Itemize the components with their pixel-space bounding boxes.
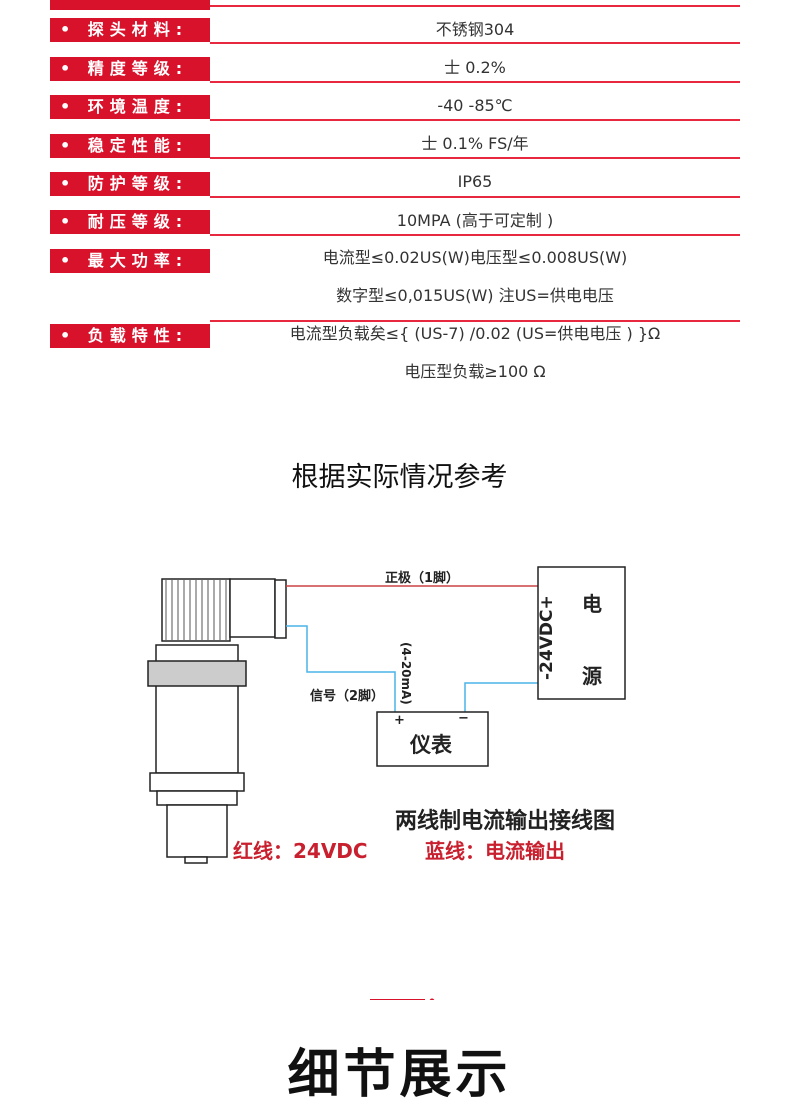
minus-sign: − [458, 711, 469, 726]
meter-box [376, 711, 489, 767]
spec-label: • 探头材料: [50, 18, 210, 42]
meter-label: 仪表 [409, 733, 453, 757]
reference-note: 根据实际情况参考 [291, 462, 508, 493]
current-label: (4-20mA) [399, 642, 413, 705]
divider [210, 42, 740, 44]
wiring-diagram: 正极（1脚） 信号（2脚） (4-20mA) -24VDC+ 电 源 仪表 + … [147, 566, 626, 1000]
blue-wire-return [464, 682, 538, 712]
signal-label: 信号（2脚） [310, 688, 384, 704]
spec-value: 电流型负载矣≤{ (US-7) /0.02 (US=供电电压 ) }Ω [289, 324, 661, 343]
plus-sign: + [394, 713, 405, 728]
transmitter-drawing [147, 578, 287, 864]
spec-label: • 环境温度: [50, 95, 210, 119]
blue-wire-signal [286, 625, 396, 712]
spec-label: • 稳定性能: [50, 134, 210, 158]
divider [210, 320, 740, 322]
divider [210, 5, 740, 7]
divider [210, 119, 740, 121]
divider [210, 81, 740, 83]
spec-label: • 防护等级: [50, 172, 210, 196]
wires [286, 585, 538, 712]
spec-label: • 负载特性: [50, 324, 210, 348]
supply-voltage-label: -24VDC+ [537, 595, 557, 680]
divider [210, 157, 740, 159]
section-decoration-icon [370, 998, 435, 1000]
spec-value: 士 0.2% [444, 58, 506, 77]
spec-value: 电流型≤0.02US(W)电压型≤0.008US(W) [322, 248, 628, 267]
spec-value: -40 -85℃ [437, 96, 513, 115]
divider [210, 196, 740, 198]
power-supply-box [537, 566, 626, 700]
spec-label: • 耐压等级: [50, 210, 210, 234]
positive-label: 正极（1脚） [385, 570, 459, 586]
supply-label-1: 电 [582, 592, 602, 616]
spec-value: IP65 [457, 172, 493, 191]
spec-label-partial [50, 0, 210, 10]
red-wire-legend: 红线：24VDC [233, 839, 368, 863]
spec-value: 数字型≤0,015US(W) 注US=供电电压 [336, 286, 614, 305]
supply-label-2: 源 [582, 664, 602, 688]
spec-label: • 精度等级: [50, 57, 210, 81]
spec-value: 10MPA (高于可定制 ) [396, 211, 554, 230]
spec-value: 不锈钢304 [435, 20, 515, 39]
spec-value: 士 0.1% FS/年 [421, 134, 529, 153]
blue-wire-legend: 蓝线：电流输出 [425, 839, 565, 863]
diagram-title: 两线制电流输出接线图 [395, 808, 615, 834]
spec-value: 电压型负载≥100 Ω [404, 362, 546, 381]
section-title: 细节展示 [287, 1045, 512, 1105]
spec-label: • 最大功率: [50, 249, 210, 273]
divider [210, 234, 740, 236]
